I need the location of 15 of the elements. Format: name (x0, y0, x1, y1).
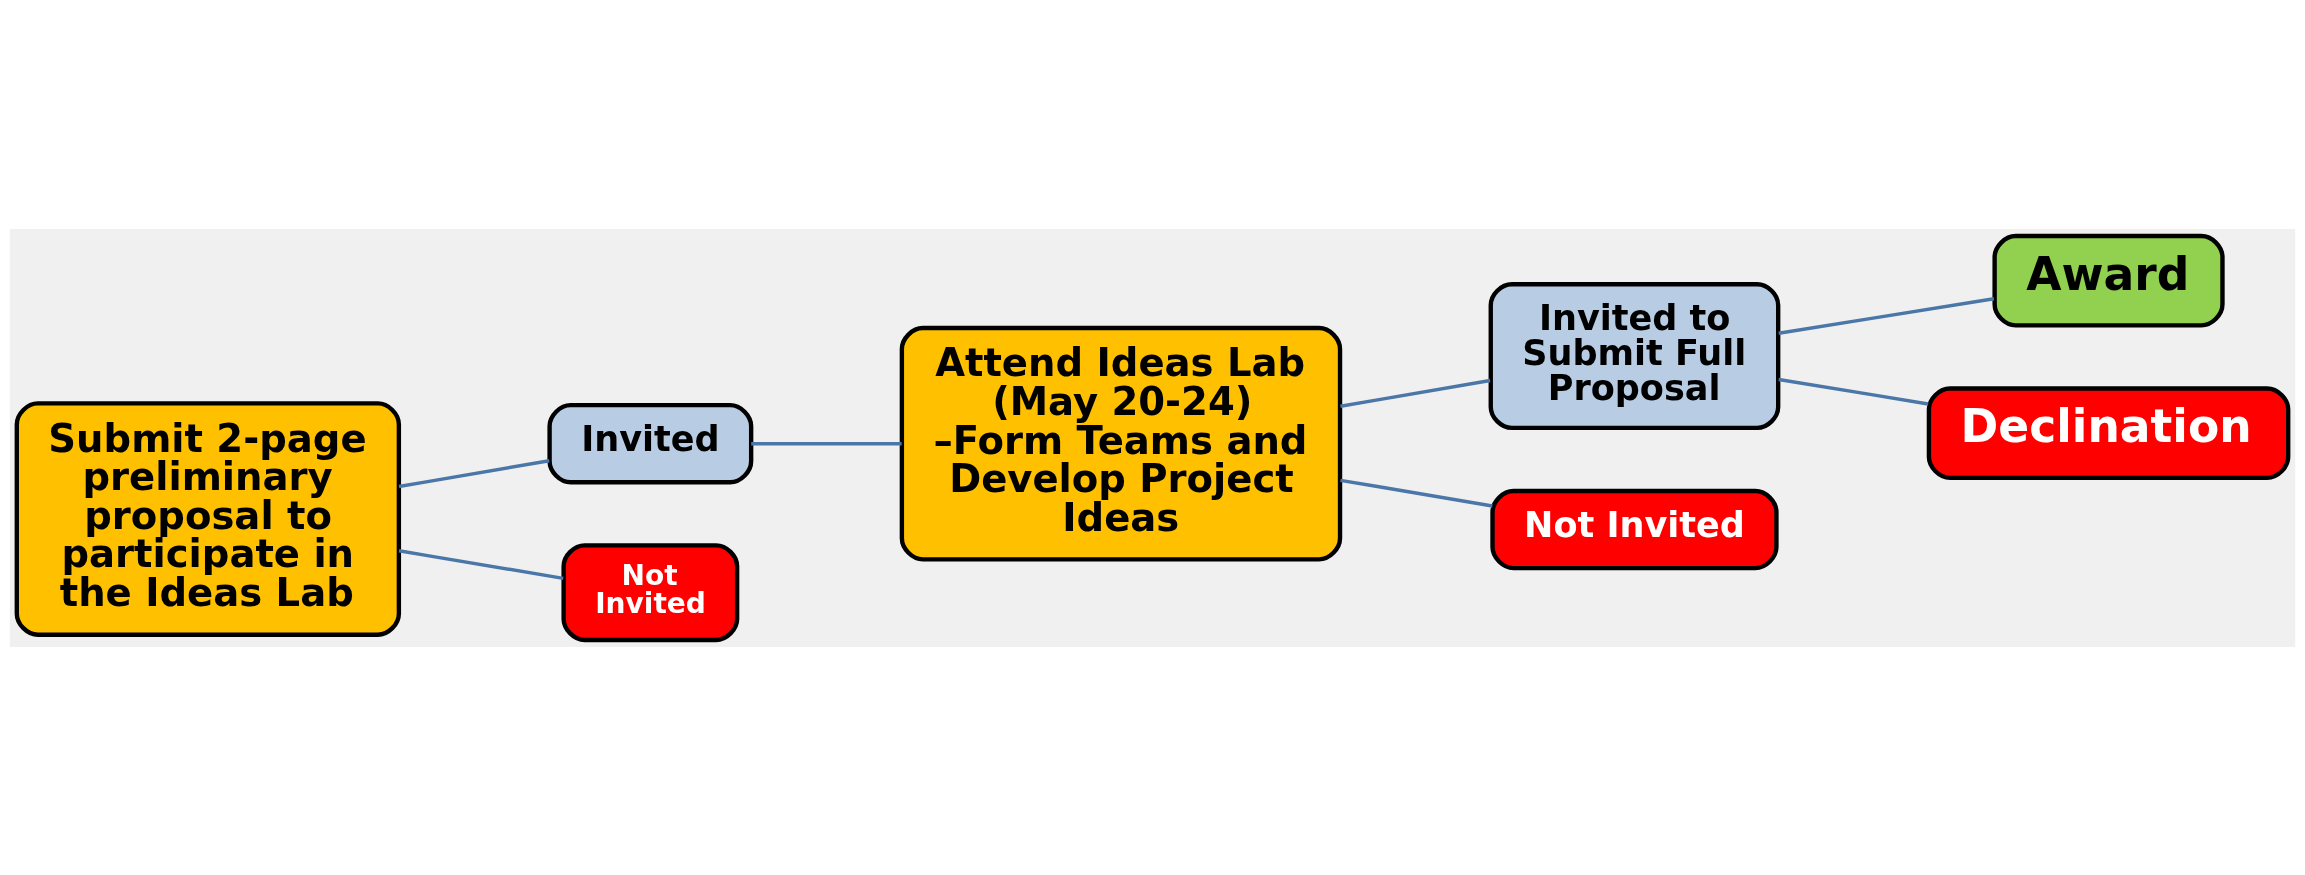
node-box: Submit 2-page preliminary proposal to participate in the Ideas Lab (14, 400, 402, 637)
connector (398, 548, 564, 580)
node-box: Invited to Submit Full Proposal (1488, 281, 1781, 430)
connector (1340, 478, 1493, 508)
node-box: Not Invited (561, 542, 740, 642)
connector (398, 458, 550, 488)
node-box: Declination (1926, 385, 2291, 480)
node-box: Award (1992, 233, 2225, 328)
connector (1340, 378, 1491, 408)
node-box: Attend Ideas Lab (May 20-24) –Form Teams and Develop Project Ideas (899, 325, 1343, 562)
connector (751, 441, 902, 445)
connector (1778, 296, 1995, 335)
connector (1778, 377, 1929, 406)
node-box: Invited (547, 402, 754, 484)
node-box: Not Invited (1490, 488, 1779, 570)
